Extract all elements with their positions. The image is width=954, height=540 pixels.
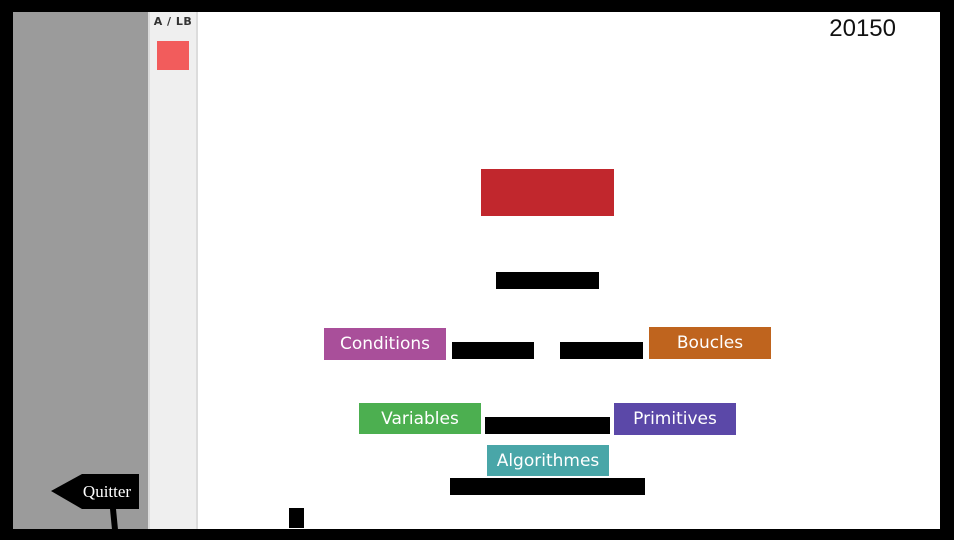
boucles-label: Boucles — [676, 333, 744, 353]
conditions-block[interactable]: Conditions — [324, 328, 446, 360]
workspace-canvas[interactable]: 20150 — [198, 12, 940, 529]
slot-bar-3[interactable] — [560, 342, 643, 359]
variables-block[interactable]: Variables — [359, 403, 481, 434]
primitives-label: Primitives — [633, 409, 717, 429]
algorithmes-label: Algorithmes — [496, 450, 600, 471]
target-block[interactable] — [481, 169, 614, 216]
conditions-label: Conditions — [340, 334, 430, 354]
variables-label: Variables — [381, 408, 459, 429]
palette-label: A / LB — [153, 15, 193, 28]
score-counter: 20150 — [829, 15, 896, 42]
algorithmes-block[interactable]: Algorithmes — [487, 445, 609, 476]
palette-color-swatch[interactable] — [157, 41, 189, 70]
boucles-block[interactable]: Boucles — [649, 327, 771, 359]
slot-bar-6[interactable] — [289, 508, 304, 528]
quit-label: Quitter — [82, 482, 132, 501]
slot-bar-4[interactable] — [485, 417, 610, 434]
signpost-icon — [51, 474, 139, 540]
primitives-block[interactable]: Primitives — [614, 403, 736, 435]
slot-bar-2[interactable] — [452, 342, 534, 359]
quit-button[interactable]: Quitter — [50, 474, 140, 540]
slot-bar-1[interactable] — [496, 272, 599, 289]
slot-bar-5[interactable] — [450, 478, 645, 495]
left-sidebar — [13, 12, 148, 529]
palette-column: A / LB — [148, 12, 198, 529]
